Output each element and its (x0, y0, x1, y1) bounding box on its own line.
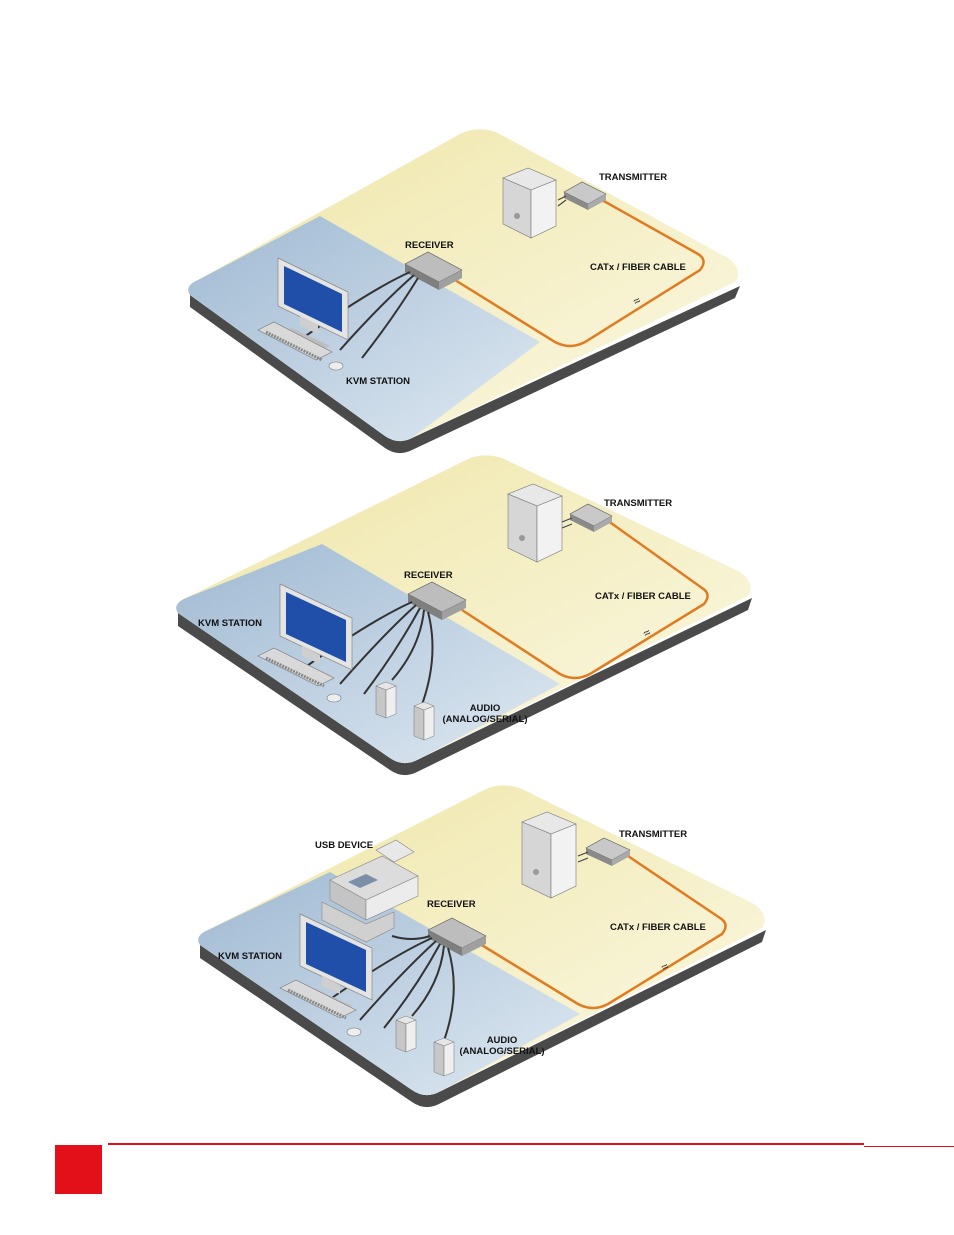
kvm-station-label: KVM STATION (346, 376, 411, 387)
speaker-left-icon (375, 681, 397, 719)
receiver-label: RECEIVER (405, 240, 454, 251)
audio-label-line1: AUDIO (469, 703, 501, 714)
audio-label-line2: (ANALOG/SERIAL) (459, 1046, 545, 1057)
speaker-left-icon (395, 1015, 417, 1053)
footer-rule-right (864, 1146, 954, 1147)
receiver-box-icon (427, 917, 487, 956)
server-tower-icon (502, 167, 557, 239)
transmitter-box-icon (561, 503, 613, 532)
keyboard-icon (257, 321, 333, 362)
cable-label: CATx / FIBER CABLE (595, 591, 691, 602)
diagram-1-illustration: ≈ (188, 129, 740, 454)
usb-device-label: USB DEVICE (315, 840, 374, 851)
speaker-right-icon (433, 1037, 455, 1077)
mouse-icon (326, 693, 342, 703)
transmitter-label: TRANSMITTER (599, 172, 668, 183)
diagram-3-illustration: ≈ (198, 785, 766, 1108)
receiver-label: RECEIVER (427, 899, 476, 910)
platform-edge (178, 598, 752, 776)
audio-label: AUDIO (ANALOG/SERIAL) (443, 703, 528, 725)
transmitter-box-icon (577, 837, 631, 866)
diagram-2-illustration: ≈ (176, 455, 752, 776)
cable-label: CATx / FIBER CABLE (590, 262, 686, 273)
fiber-cable (461, 516, 709, 680)
platform-edge (190, 286, 740, 454)
kvm-station-label: KVM STATION (198, 618, 263, 629)
diagram-kvm-audio-usb-extender: ≈ (0, 780, 954, 1120)
server-tower-icon (521, 811, 577, 899)
mouse-icon (346, 1027, 362, 1037)
platform-left-zone (198, 872, 580, 1096)
platform-edge (200, 930, 766, 1108)
transmitter-label: TRANSMITTER (604, 498, 673, 509)
transmitter-label: TRANSMITTER (619, 829, 688, 840)
keyboard-icon (279, 979, 357, 1020)
server-tower-icon (507, 483, 563, 563)
kvm-station-label: KVM STATION (218, 951, 283, 962)
receiver-box-icon (404, 251, 463, 290)
cable-label: CATx / FIBER CABLE (610, 922, 706, 933)
keyboard-icon (257, 647, 335, 688)
speaker-right-icon (413, 701, 435, 741)
footer-rule (108, 1143, 864, 1145)
receiver-box-icon (407, 581, 467, 620)
usb-printer-icon (321, 839, 419, 943)
diagram-kvm-audio-extender: ≈ (0, 448, 954, 788)
fiber-cable (454, 198, 705, 348)
diagram-kvm-extender: ≈ (0, 120, 954, 460)
receiver-label: RECEIVER (404, 570, 453, 581)
audio-label-line2: (ANALOG/SERIAL) (442, 714, 528, 725)
fiber-cable (479, 850, 727, 1010)
mouse-icon (328, 361, 344, 371)
transmitter-box-icon (557, 181, 607, 210)
platform-left-zone (188, 216, 540, 442)
footer-page-block (55, 1145, 102, 1194)
audio-label-line1: AUDIO (486, 1035, 518, 1046)
audio-label: AUDIO (ANALOG/SERIAL) (460, 1035, 545, 1057)
